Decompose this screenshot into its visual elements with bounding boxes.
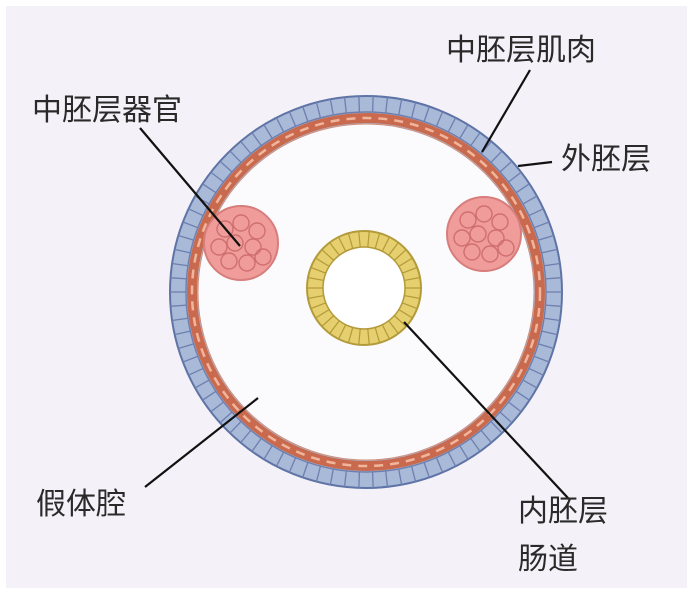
label-ectoderm: 外胚层 bbox=[561, 145, 651, 175]
label-pseudocoelom: 假体腔 bbox=[36, 490, 126, 520]
ectoderm-cell-wall bbox=[373, 472, 374, 488]
ectoderm-cell-wall bbox=[359, 472, 360, 488]
label-mesoderm-muscle: 中胚层肌肉 bbox=[446, 36, 596, 66]
endoderm-gut-ring bbox=[307, 231, 421, 345]
label-intestine: 肠道 bbox=[518, 545, 578, 575]
gut-lumen bbox=[323, 247, 405, 329]
ectoderm-cell-wall bbox=[373, 96, 374, 112]
label-mesoderm-organ: 中胚层器官 bbox=[32, 96, 182, 126]
label-endoderm: 内胚层 bbox=[518, 497, 608, 527]
mesoderm-organ-right bbox=[447, 197, 521, 271]
ectoderm-cell-wall bbox=[359, 96, 360, 112]
